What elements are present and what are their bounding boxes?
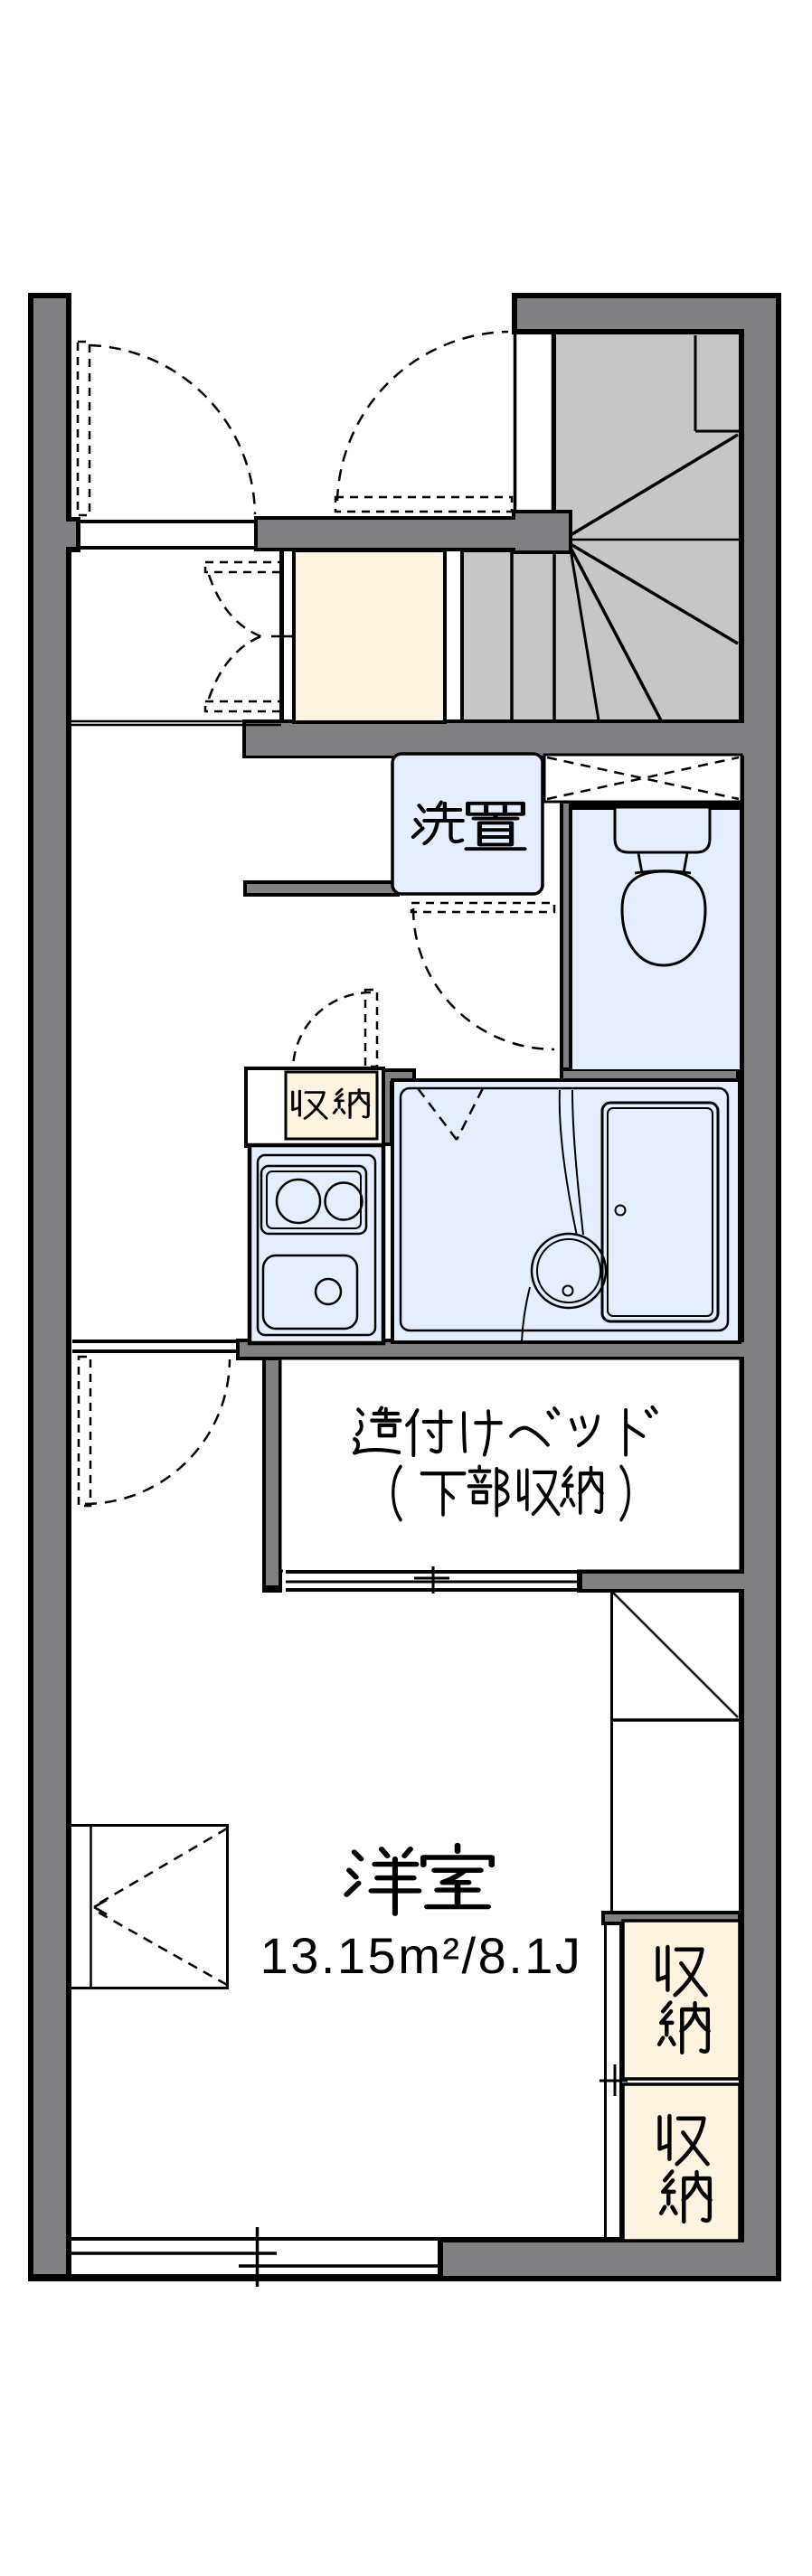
svg-text:13.15m²/8.1J: 13.15m²/8.1J <box>260 1927 583 1984</box>
